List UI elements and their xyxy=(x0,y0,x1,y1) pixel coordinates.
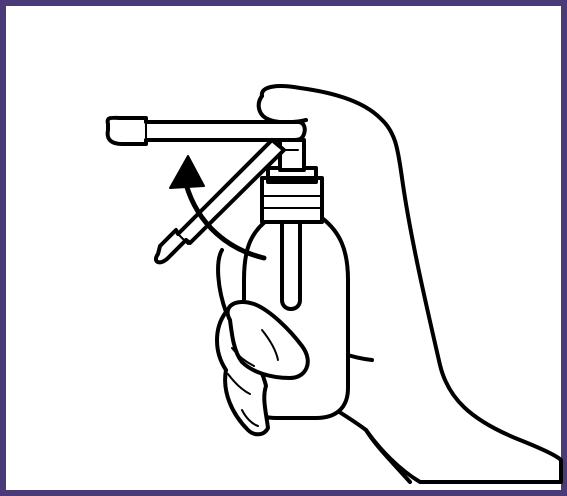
rotation-arrow-icon xyxy=(169,155,267,261)
hand-fingers xyxy=(215,248,310,437)
nozzle-arm-diagonal xyxy=(153,138,286,265)
nozzle-arm-horizontal xyxy=(105,115,307,146)
